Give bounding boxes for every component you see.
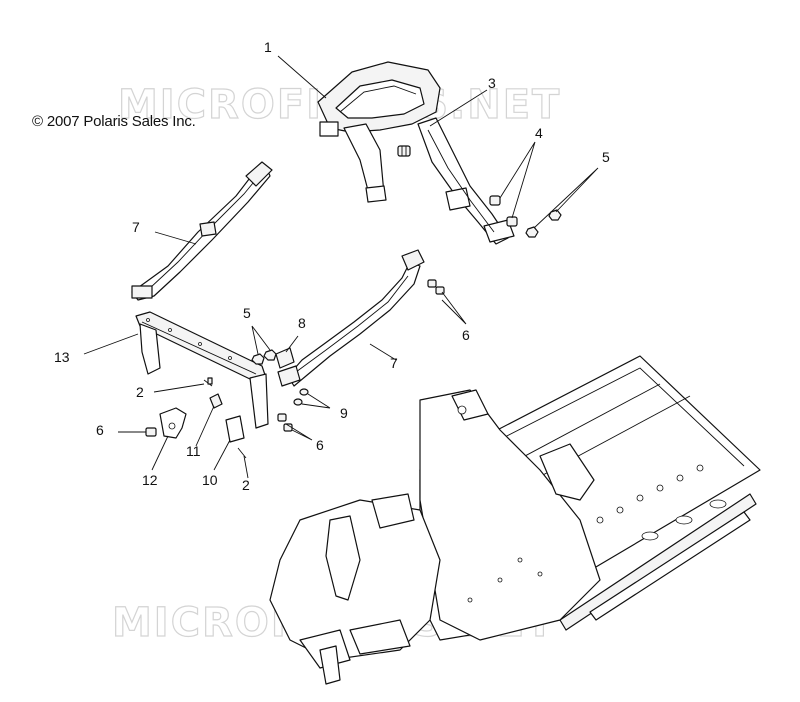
callout-4: 4 [535,125,543,141]
callout-1: 1 [264,39,272,55]
callout-7-upper: 7 [132,219,140,235]
part-10-plate [225,415,245,443]
callout-8: 8 [298,315,306,331]
part-7-upper-brace [131,161,273,301]
callout-3: 3 [488,75,496,91]
part-6-bolts-middle [277,413,293,432]
part-2-pin-lower [237,447,247,459]
part-5-nuts-left [251,349,277,365]
callout-2-lower: 2 [242,477,250,493]
part-13-cross-bar [135,311,269,429]
leader-lines [83,55,599,479]
chassis-tunnel [269,355,761,685]
callout-6-upper: 6 [462,327,470,343]
part-6-bolt-left [145,427,157,437]
part-9-washers [293,388,309,406]
part-7-lower-brace [277,249,425,387]
callout-11: 11 [186,443,201,459]
part-5-nuts-right [525,209,562,238]
part-11-clip [209,393,223,409]
part-12-bracket [159,407,187,439]
part-2-pin-upper [203,377,213,387]
callout-13: 13 [54,349,70,365]
part-4-bolts [489,195,518,227]
callout-2-upper: 2 [136,384,144,400]
part-8-plate [275,347,295,369]
callouts: 1 3 4 5 7 5 8 6 13 7 2 9 6 6 11 12 10 2 [54,39,610,493]
part-3-bolt [397,145,411,157]
callout-5-left: 5 [243,305,251,321]
part-1-steering-hoop [317,61,515,245]
callout-9: 9 [340,405,348,421]
part-6-bolts-upper [427,279,445,295]
callout-10: 10 [202,472,218,488]
callout-6-left: 6 [96,422,104,438]
callout-12: 12 [142,472,158,488]
callout-5-right: 5 [602,149,610,165]
copyright-text: © 2007 Polaris Sales Inc. [32,113,196,130]
callout-6-middle: 6 [316,437,324,453]
callout-7-lower: 7 [390,355,398,371]
